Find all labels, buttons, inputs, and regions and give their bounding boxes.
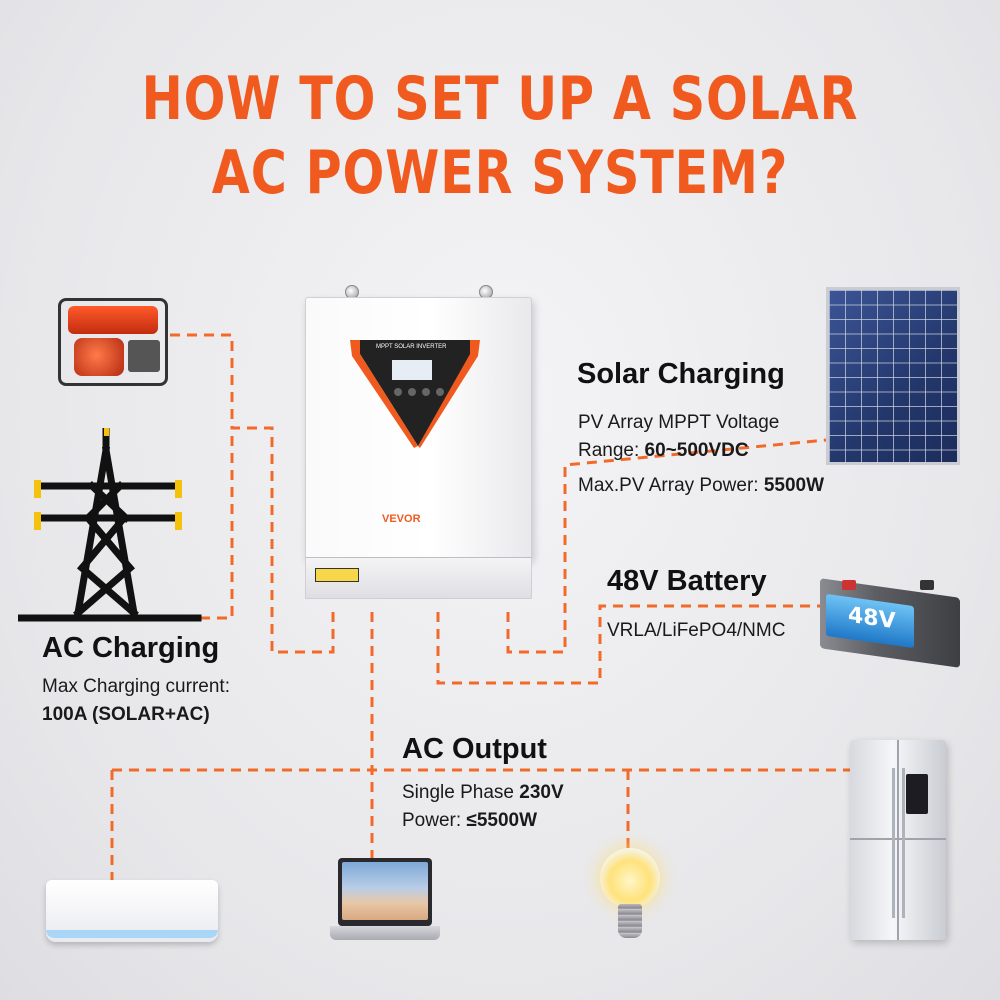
- inverter-screen-label: MPPT SOLAR INVERTER: [376, 344, 447, 350]
- solar-range: Range: 60~500VDC: [578, 440, 749, 461]
- solar-panel-icon: [826, 287, 960, 465]
- light-bulb-icon: [598, 848, 662, 944]
- inverter-display-icon: [350, 340, 480, 448]
- ac-charging-details: Max Charging current: 100A (SOLAR+AC): [42, 673, 230, 729]
- power-tower-icon: [18, 428, 202, 622]
- air-conditioner-icon: [46, 880, 218, 942]
- laptop-icon: [330, 858, 440, 944]
- battery-icon: 48V: [820, 578, 970, 668]
- caution-label-icon: [315, 568, 359, 582]
- refrigerator-icon: [850, 740, 946, 940]
- title-line-2: AC POWER SYSTEM?: [211, 138, 789, 208]
- ac-output-power-value: ≤5500W: [466, 810, 538, 831]
- ac-output-heading: AC Output: [402, 733, 547, 765]
- wire-battery: [436, 604, 820, 685]
- ac-charging-current-value: 100A (SOLAR+AC): [42, 704, 210, 725]
- battery-heading: 48V Battery: [607, 565, 767, 597]
- page-title: HOW TO SET UP A SOLAR AC POWER SYSTEM?: [90, 62, 910, 210]
- inverter-brand-logo: VEVOR: [382, 513, 421, 525]
- ac-output-details: Single Phase 230V Power: ≤5500W: [402, 779, 564, 835]
- battery-types: VRLA/LiFePO4/NMC: [607, 620, 786, 641]
- ac-output-power: Power: ≤5500W: [402, 810, 538, 831]
- wire-grid: [200, 430, 234, 620]
- solar-heading: Solar Charging: [577, 358, 785, 390]
- solar-range-value: 60~500VDC: [644, 440, 749, 461]
- ac-charging-current-label: Max Charging current:: [42, 676, 230, 697]
- ac-charging-heading: AC Charging: [42, 632, 220, 664]
- title-line-1: HOW TO SET UP A SOLAR: [141, 64, 859, 134]
- ac-output-voltage: 230V: [519, 782, 564, 803]
- generator-icon: [58, 298, 170, 390]
- solar-max-power-value: 5500W: [763, 475, 825, 496]
- wire-generator: [170, 333, 335, 654]
- wire-solar: [506, 438, 827, 654]
- ac-output-phase: Single Phase 230V: [402, 782, 564, 803]
- solar-inverter: MPPT SOLAR INVERTER VEVOR: [305, 285, 532, 610]
- solar-voltage-label: PV Array MPPT Voltage: [578, 412, 780, 433]
- solar-details: PV Array MPPT Voltage Range: 60~500VDC M…: [578, 409, 824, 500]
- solar-max-power: Max.PV Array Power: 5500W: [578, 475, 825, 496]
- inverter-body: MPPT SOLAR INVERTER: [305, 297, 532, 559]
